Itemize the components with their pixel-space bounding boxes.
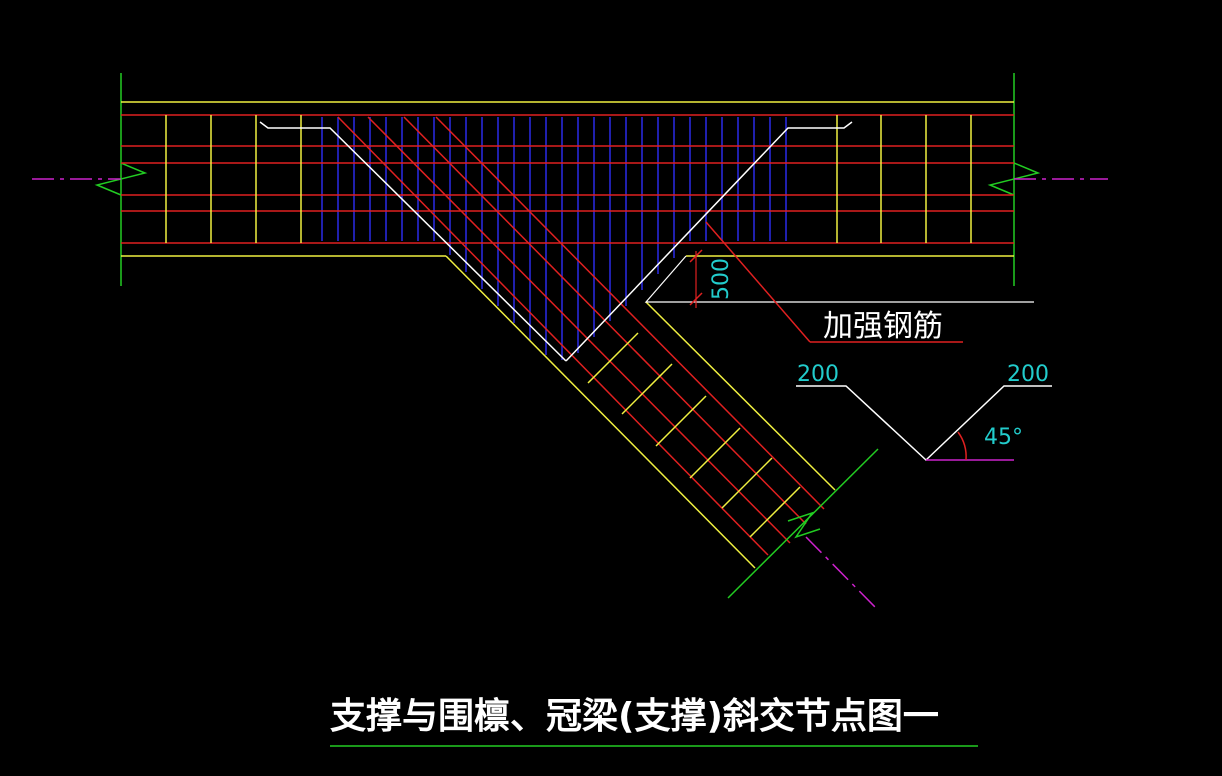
brace-longitudinal-bars xyxy=(337,116,825,556)
angle-label: 45° xyxy=(984,425,1023,450)
drawing-title: 支撑与围檩、冠梁(支撑)斜交节点图一 xyxy=(330,695,939,737)
brace-end-boundary xyxy=(727,448,879,599)
brace-upper-edge xyxy=(645,301,836,491)
brace-corner-edge xyxy=(644,255,1034,303)
angle-arc xyxy=(957,431,967,461)
left-bent-bar xyxy=(259,121,567,362)
brace-lower-edge xyxy=(445,255,756,569)
brace-break-symbol xyxy=(787,511,821,539)
beam-stirrups-left xyxy=(165,115,302,243)
reinforcement-callout: 加强钢筋 xyxy=(705,221,963,344)
dim-500-label: 500 xyxy=(709,258,734,300)
bent-bar-detail: 200 200 45° xyxy=(796,362,1052,462)
left-200-label: 200 xyxy=(797,362,839,387)
brace-stirrups xyxy=(587,332,801,538)
junction-blue-stirrups xyxy=(321,117,787,360)
callout-leader xyxy=(705,221,811,343)
right-200-label: 200 xyxy=(1007,362,1049,387)
reinforcement-note: 加强钢筋 xyxy=(823,309,943,344)
dimension-500: 500 xyxy=(689,249,734,308)
beam-longitudinal-bars xyxy=(121,114,1014,244)
title-block: 支撑与围檩、冠梁(支撑)斜交节点图一 xyxy=(330,695,978,747)
right-bent-bar xyxy=(565,121,853,362)
beam-stirrups-right xyxy=(836,115,972,243)
diagonal-brace xyxy=(259,116,1034,609)
brace-axis xyxy=(805,536,877,609)
main-beam xyxy=(32,73,1108,286)
